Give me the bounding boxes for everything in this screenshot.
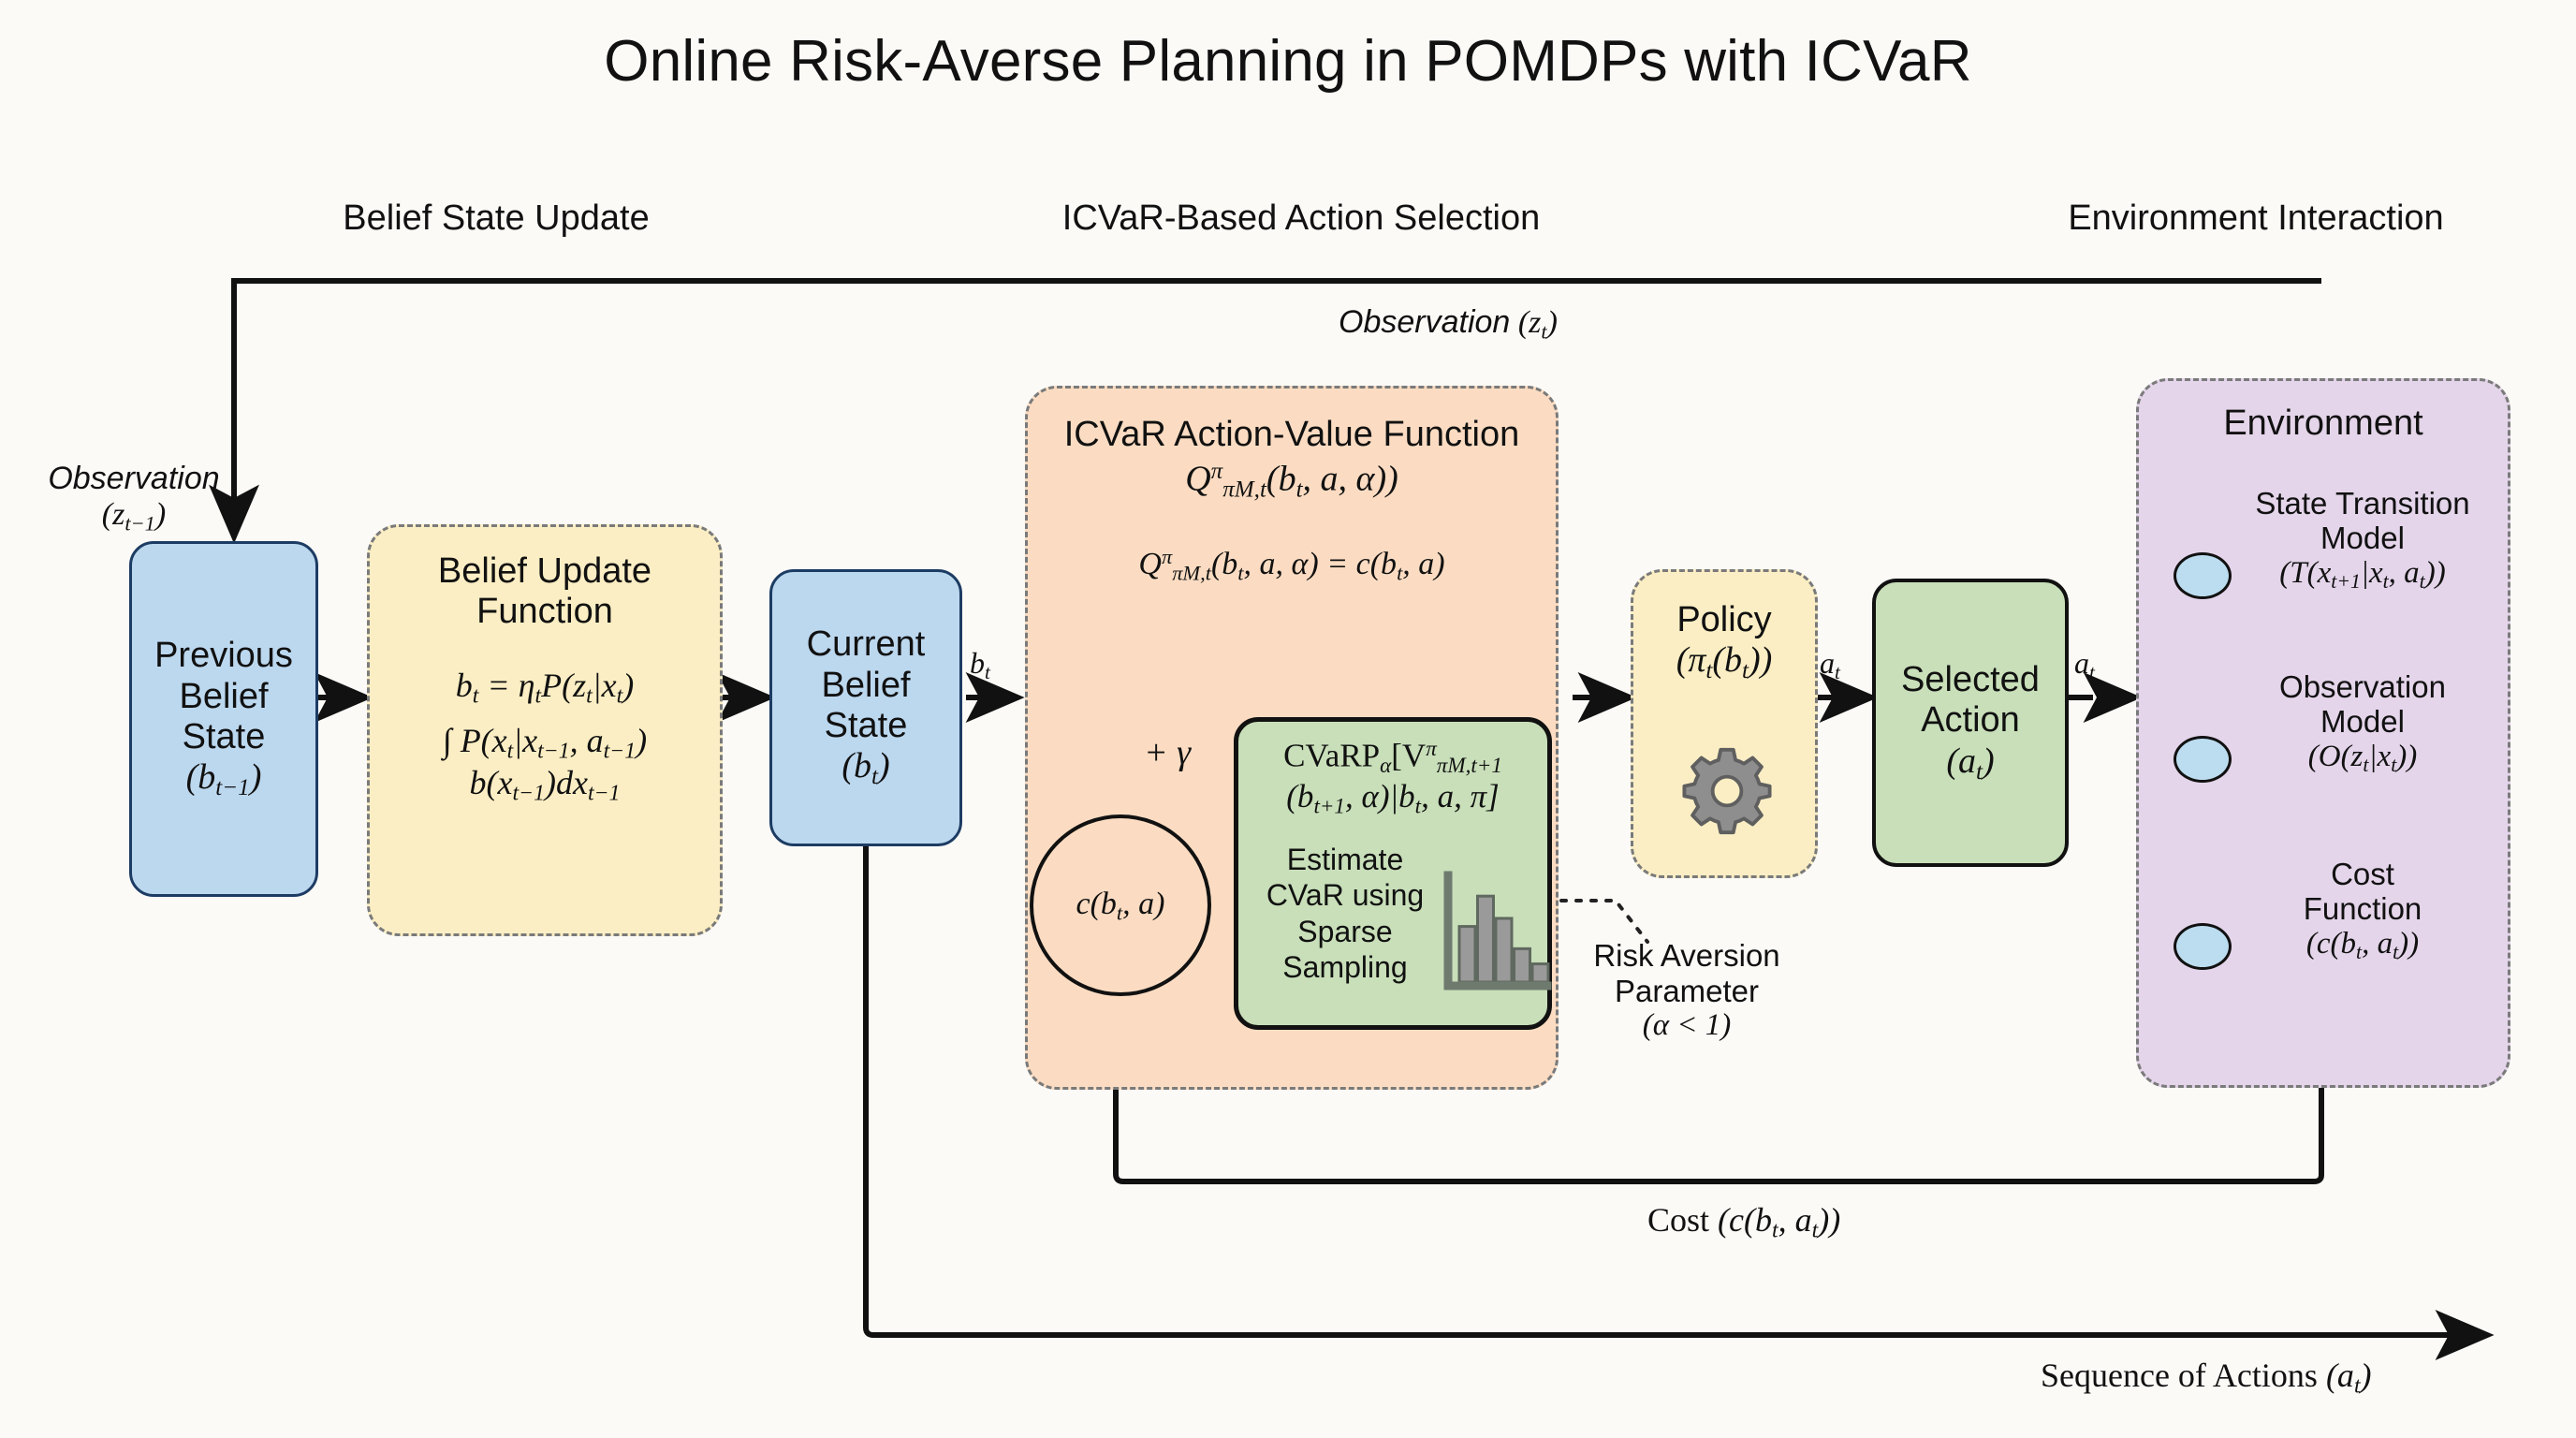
cvarp-caption-line4: Sampling xyxy=(1282,950,1408,985)
node-previous-belief-state[interactable]: Previous Belief State (bt−1) xyxy=(129,541,318,897)
environment-bullet-3 xyxy=(2174,923,2232,970)
current-belief-math: (bt) xyxy=(842,746,890,790)
previous-belief-line2: Belief xyxy=(179,676,269,716)
edge-label-observation-prev: Observation (zt−1) xyxy=(48,461,220,536)
environment-item-state-transition-model: State Transition Model (T(xt+1|xt, at)) xyxy=(2232,486,2494,593)
risk-aversion-line2: Parameter xyxy=(1614,973,1760,1008)
edge-label-cost: Cost (c(bt, at)) xyxy=(1647,1201,1841,1243)
icvar-gamma-symbol: + γ xyxy=(1144,733,1192,772)
environment-bullet-2 xyxy=(2174,736,2232,783)
risk-aversion-line1: Risk Aversion xyxy=(1593,938,1780,973)
env-item2-line2: Model xyxy=(2320,703,2405,739)
env-item1-line1: State Transition xyxy=(2255,486,2470,521)
node-current-belief-state[interactable]: Current Belief State (bt) xyxy=(769,569,962,846)
edge-label-at-policy: at xyxy=(1820,646,1840,683)
belief-update-title-line2: Function xyxy=(476,592,613,632)
page-title: Online Risk-Averse Planning in POMDPs wi… xyxy=(604,29,1972,94)
belief-update-eq1: bt = ηtP(zt|xt) xyxy=(455,666,635,709)
selected-action-math: (at) xyxy=(1946,741,1995,785)
env-item3-line1: Cost xyxy=(2331,857,2394,891)
policy-title: Policy xyxy=(1676,600,1772,639)
edge-label-sequence-of-actions: Sequence of Actions (at) xyxy=(2041,1357,2372,1399)
leader-risk-aversion xyxy=(1544,899,1649,944)
cvarp-line2: (bt+1, α)|bt, a, π] xyxy=(1286,777,1500,818)
policy-math: (πt(bt)) xyxy=(1676,640,1773,684)
cvarp-caption-line3: Sparse xyxy=(1297,914,1393,948)
environment-bullet-1 xyxy=(2174,552,2232,599)
previous-belief-math: (bt−1) xyxy=(185,757,262,801)
env-item2-line1: Observation xyxy=(2279,669,2446,704)
env-item1-math: (T(xt+1|xt, at)) xyxy=(2279,555,2446,593)
previous-belief-line3: State xyxy=(182,716,266,756)
belief-update-title-line1: Belief Update xyxy=(437,551,652,591)
section-header-environment-interaction: Environment Interaction xyxy=(2068,198,2444,238)
icvar-equation: QππM,t(bt, a, α) = c(bt, a) xyxy=(1138,545,1445,585)
current-belief-line3: State xyxy=(824,705,908,745)
current-belief-line2: Belief xyxy=(821,665,911,705)
section-header-icvar-action-selection: ICVaR-Based Action Selection xyxy=(1061,198,1541,238)
edge-label-bt: bt xyxy=(970,646,990,683)
section-header-belief-state-update: Belief State Update xyxy=(343,198,650,238)
env-item2-math: (O(zt|xt)) xyxy=(2307,739,2418,776)
cvarp-line1: CVaRPα[VππM,t+1 xyxy=(1283,736,1502,777)
selected-action-line1: Selected xyxy=(1901,659,2040,699)
edge-label-at-env: at xyxy=(2074,646,2095,683)
cvarp-caption-line2: CVaR using xyxy=(1266,878,1425,913)
icvar-title: ICVaR Action-Value Function xyxy=(1063,415,1520,454)
gear-icon xyxy=(1682,747,1772,835)
environment-item-cost-function: Cost Function (c(bt, at)) xyxy=(2232,857,2494,963)
belief-update-eq3: b(xt−1)dxt−1 xyxy=(469,764,621,806)
cvarp-caption-line1: Estimate xyxy=(1286,843,1404,876)
previous-belief-line1: Previous xyxy=(154,636,293,676)
node-belief-update-function[interactable]: Belief Update Function bt = ηtP(zt|xt) ∫… xyxy=(367,524,723,936)
node-cvarp-estimate[interactable]: CVaRPα[VππM,t+1 (bt+1, α)|bt, a, π] Esti… xyxy=(1234,717,1552,1030)
belief-update-eq2: ∫ P(xt|xt−1, at−1) xyxy=(442,721,648,764)
env-item3-math: (c(bt, at)) xyxy=(2305,926,2420,963)
cost-circle-label: c(bt, a) xyxy=(1076,886,1165,925)
label-risk-aversion-parameter: Risk Aversion Parameter (α < 1) xyxy=(1556,938,1818,1044)
icvar-subtitle: QππM,t(bt, a, α)) xyxy=(1185,459,1398,503)
bar-chart-icon xyxy=(1443,871,1552,990)
node-selected-action[interactable]: Selected Action (at) xyxy=(1872,579,2069,867)
edge-label-observation-top: Observation (zt) xyxy=(1339,304,1558,344)
current-belief-line1: Current xyxy=(806,624,926,665)
environment-title: Environment xyxy=(2223,404,2423,443)
environment-item-observation-model: Observation Model (O(zt|xt)) xyxy=(2232,669,2494,776)
node-policy[interactable]: Policy (πt(bt)) xyxy=(1631,569,1818,878)
risk-aversion-math: (α < 1) xyxy=(1642,1008,1732,1043)
env-item3-line2: Function xyxy=(2303,890,2422,926)
node-cost-circle[interactable]: c(bt, a) xyxy=(1030,814,1211,996)
env-item1-line2: Model xyxy=(2320,520,2405,555)
selected-action-line2: Action xyxy=(1921,700,2020,741)
